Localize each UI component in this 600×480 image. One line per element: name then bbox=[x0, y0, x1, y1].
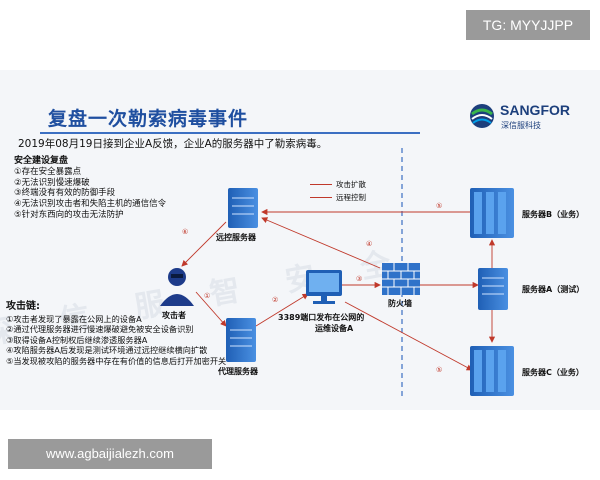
incident-intro: 2019年08月19日接到企业A反馈，企业A的服务器中了勒索病毒。 bbox=[18, 138, 328, 150]
device-a-label: 3389端口发布在公网的 运维设备A bbox=[278, 312, 364, 334]
server-c-label: 服务器C（业务） bbox=[522, 368, 584, 377]
monitor-icon bbox=[306, 270, 342, 304]
step-badge: ⑥ bbox=[182, 228, 189, 236]
legend-item-remote-control: 远程控制 bbox=[310, 191, 366, 204]
attack-chain-list: 攻击链: ①攻击者发现了暴露在公网上的设备A ②通过代理服务器进行慢速爆破避免被… bbox=[6, 301, 227, 367]
arrow-proxy-to-device bbox=[255, 293, 309, 327]
server-b-icon bbox=[470, 188, 514, 238]
slide-panel: 深 信 服 智 安 全 复盘一次勒索病毒事件 SANGFOR 深信服科技 201… bbox=[0, 70, 600, 410]
attacker-label: 攻击者 bbox=[162, 311, 186, 320]
step-badge: ⑤ bbox=[436, 366, 443, 374]
firewall-label: 防火墙 bbox=[388, 299, 412, 308]
arrow-firewall-to-remote bbox=[261, 217, 381, 269]
sangfor-logo-icon bbox=[470, 104, 494, 128]
sangfor-logo: SANGFOR 深信服科技 bbox=[468, 98, 588, 138]
list-item: ④攻陷服务器A后发现是测试环境通过远控继续横向扩散 bbox=[6, 345, 208, 356]
server-a-icon bbox=[478, 268, 508, 310]
attacker-icon bbox=[160, 268, 194, 306]
step-badge: ③ bbox=[356, 275, 363, 283]
arrow-device-to-server-c bbox=[344, 301, 473, 371]
list-item: ③取得设备A控制权后继续渗透服务器A bbox=[6, 334, 148, 345]
proxy-server-icon bbox=[226, 318, 256, 362]
security-review-header: 安全建设复盘 bbox=[14, 156, 69, 166]
list-item: ⑤针对东西向的攻击无法防护 bbox=[14, 209, 124, 220]
step-badge: ② bbox=[272, 296, 279, 304]
slide-title: 复盘一次勒索病毒事件 bbox=[48, 108, 249, 130]
list-item: ④无法识别攻击者和失陷主机的通信信令 bbox=[14, 199, 167, 210]
list-item: ②无法识别慢速爆破 bbox=[14, 177, 90, 188]
diagram-legend: 攻击扩散 远程控制 bbox=[310, 178, 366, 204]
logo-name: SANGFOR bbox=[500, 102, 570, 118]
legend-label: 远程控制 bbox=[336, 193, 366, 202]
server-a-label: 服务器A（测试） bbox=[522, 285, 585, 294]
watermark-top-label: TG: MYYJJPP bbox=[466, 10, 590, 40]
remote-server-icon bbox=[228, 188, 258, 228]
arrow-attacker-to-proxy bbox=[195, 291, 227, 327]
title-underline bbox=[40, 132, 420, 134]
device-a-label-line1: 3389端口发布在公网的 bbox=[278, 313, 365, 322]
list-item: ⑤当发现被攻陷的服务器中存在有价值的信息后打开加密开关 bbox=[6, 355, 227, 366]
step-badge: ④ bbox=[366, 240, 373, 248]
firewall-icon bbox=[382, 263, 420, 295]
server-c-icon bbox=[470, 346, 514, 396]
device-a-label-line2: 运维设备A bbox=[315, 324, 354, 333]
list-item: ③终端没有有效的防御手段 bbox=[14, 188, 116, 199]
list-item: ②通过代理服务器进行慢速爆破避免被安全设备识别 bbox=[6, 324, 194, 335]
list-item: ①存在安全暴露点 bbox=[14, 166, 82, 177]
legend-label: 攻击扩散 bbox=[336, 180, 366, 189]
proxy-server-label: 代理服务器 bbox=[218, 367, 258, 376]
step-badge: ① bbox=[204, 292, 211, 300]
logo-subtitle: 深信服科技 bbox=[501, 121, 541, 130]
legend-item-attack-spread: 攻击扩散 bbox=[310, 178, 366, 191]
remote-server-label: 远控服务器 bbox=[216, 233, 256, 242]
server-b-label: 服务器B（业务） bbox=[522, 210, 585, 219]
list-item: ①攻击者发现了暴露在公网上的设备A bbox=[6, 313, 142, 324]
network-diagram bbox=[160, 148, 514, 400]
arrow-remote-to-attacker bbox=[181, 221, 227, 267]
watermark-bottom-label: www.agbaijialezh.com bbox=[8, 439, 212, 469]
attack-chain-header: 攻击链: bbox=[6, 301, 40, 312]
security-review-list: 安全建设复盘 ①存在安全暴露点 ②无法识别慢速爆破 ③终端没有有效的防御手段 ④… bbox=[14, 156, 166, 221]
step-badge: ⑤ bbox=[436, 202, 443, 210]
